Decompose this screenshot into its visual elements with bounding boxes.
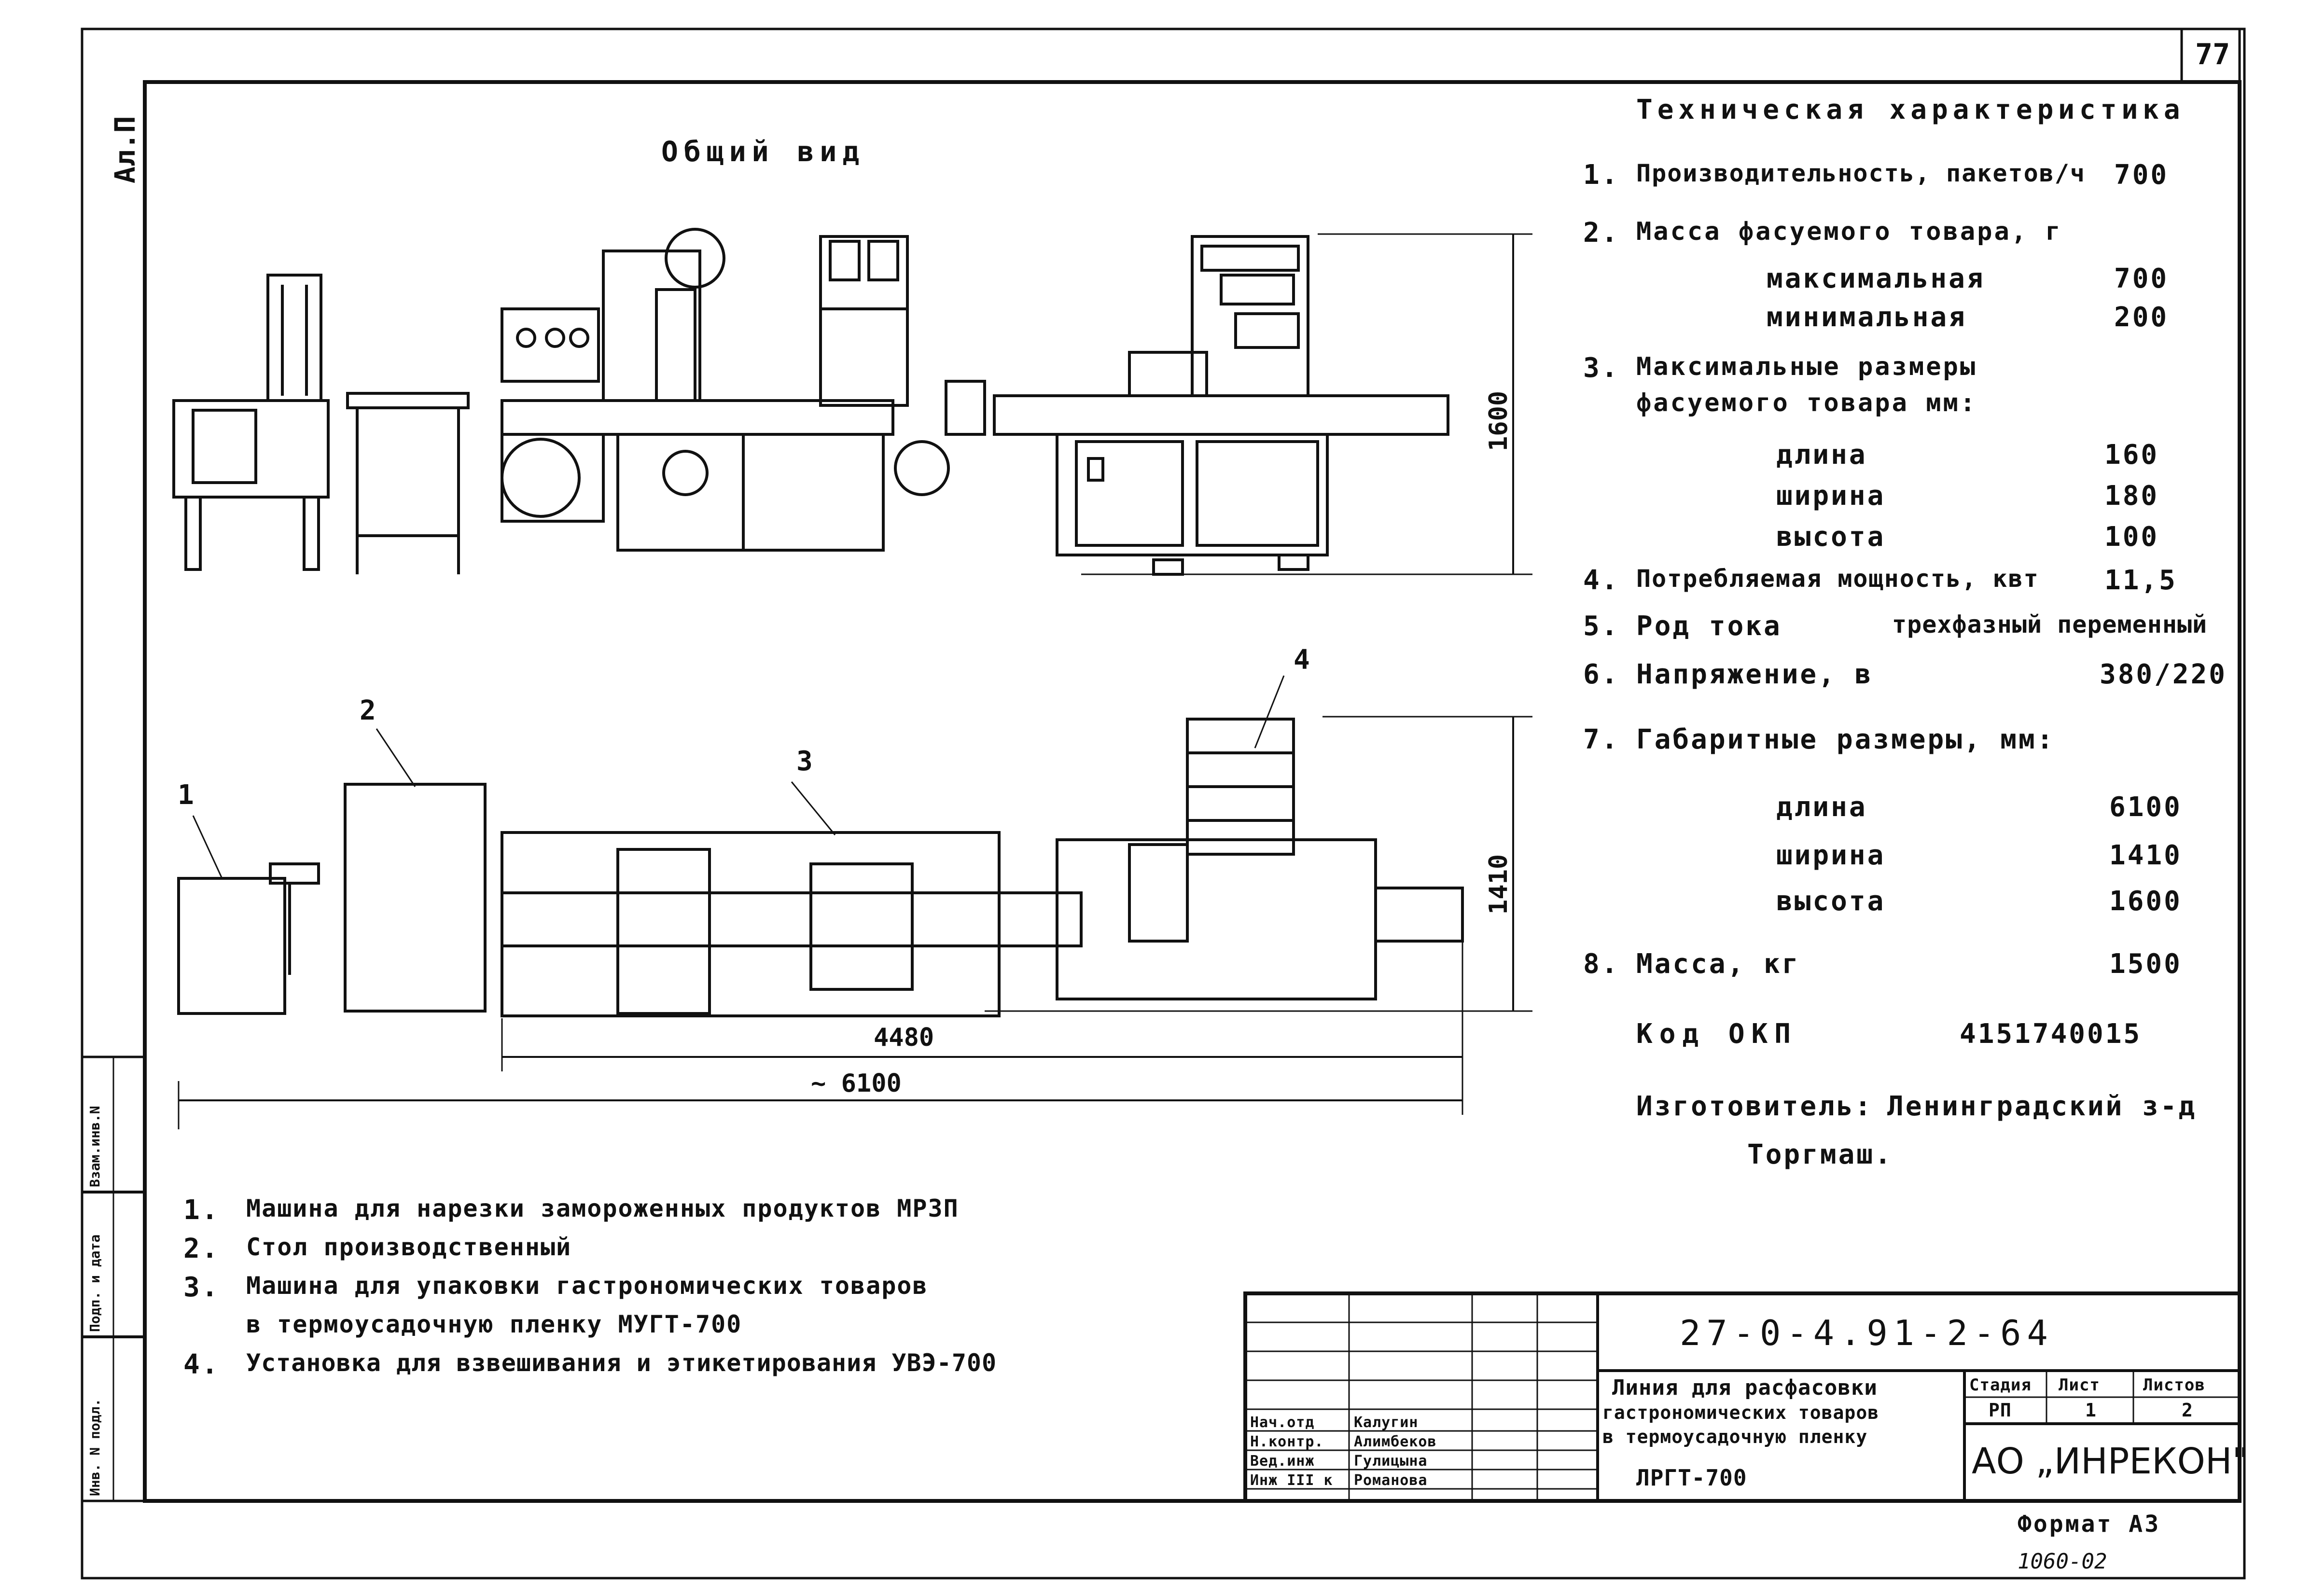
spec-6-num: 6. (1583, 659, 1620, 690)
spec-title: Техническая характеристика (1636, 94, 2185, 125)
spec-8-num: 8. (1583, 948, 1620, 980)
spec-8-label: Масса, кг (1636, 948, 1800, 980)
spec-3-label: Максимальные размеры (1636, 352, 1977, 381)
spec-3b-value: 180 (2104, 480, 2159, 512)
spec-7a-value: 6100 (2109, 791, 2182, 823)
okp-value: 4151740015 (1960, 1018, 2142, 1050)
name-3: Гулицына (1354, 1453, 1428, 1470)
spec-4-value: 11,5 (2104, 565, 2177, 596)
spec-1-label: Производительность, пакетов/ч (1636, 159, 2086, 187)
spec-3-num: 3. (1583, 352, 1620, 384)
legend-4-text: Установка для взвешивания и этикетирован… (246, 1349, 997, 1377)
legend-3-num: 3. (183, 1272, 220, 1303)
legend-3-text: Машина для упаковки гастрономических тов… (246, 1272, 928, 1300)
spec-8-value: 1500 (2109, 948, 2182, 980)
desc-3: в термоусадочную пленку (1602, 1426, 1868, 1447)
company-name: АО „ИНРЕКОН" (1972, 1441, 2249, 1482)
okp-label: Код ОКП (1636, 1018, 1798, 1050)
spec-3b-label: ширина (1776, 480, 1886, 512)
callout-4: 4 (1294, 644, 1310, 676)
spec-2b-label: минимальная (1767, 302, 1967, 333)
spec-2-label: Масса фасуемого товара, г (1636, 217, 2062, 246)
legend-4-num: 4. (183, 1349, 220, 1380)
spec-1-value: 700 (2114, 159, 2169, 191)
spec-2b-value: 200 (2114, 302, 2169, 333)
spec-7-label: Габаритные размеры, мм: (1636, 724, 2055, 755)
maker-value: Ленинградский з-д (1887, 1091, 2197, 1122)
sheet-label: Лист (2059, 1375, 2100, 1395)
spec-5-value: трехфазный переменный (1892, 611, 2208, 638)
format-label: Формат А3 (2018, 1511, 2161, 1538)
bottom-note: 1060-02 (2018, 1549, 2107, 1574)
dim-length-6100: ~ 6100 (811, 1069, 902, 1098)
maker-label: Изготовитель: (1636, 1091, 1873, 1122)
view-title: Общий вид (661, 135, 865, 168)
desc-4: ЛРГТ-700 (1636, 1465, 1747, 1491)
legend-2-text: Стол производственный (246, 1233, 572, 1261)
maker-value-2: Торгмаш. (1747, 1139, 1893, 1170)
spec-5-num: 5. (1583, 611, 1620, 642)
strip-replace-inv: Взам.инв.N (87, 1106, 103, 1187)
callout-3: 3 (796, 746, 813, 777)
spec-7a-label: длина (1776, 791, 1867, 823)
desc-2: гастрономических товаров (1602, 1402, 1879, 1423)
dim-height-1600: 1600 (1484, 390, 1513, 451)
spec-2a-label: максимальная (1767, 263, 1985, 294)
spec-5-label: Род тока (1636, 611, 1782, 642)
spec-4-num: 4. (1583, 565, 1620, 596)
role-1: Нач.отд (1250, 1414, 1315, 1431)
spec-2a-value: 700 (2114, 263, 2169, 294)
dim-length-4480: 4480 (874, 1023, 934, 1052)
stage-label: Стадия (1969, 1375, 2032, 1395)
spec-3-label-2: фасуемого товара мм: (1636, 389, 1977, 417)
sheets-label: Листов (2143, 1375, 2205, 1395)
spec-1-num: 1. (1583, 159, 1620, 191)
legend-3b-text: в термоусадочную пленку МУГТ-700 (246, 1310, 742, 1338)
side-label: Ал.П (109, 116, 141, 183)
role-3: Вед.инж (1250, 1453, 1315, 1470)
sheet-value: 1 (2085, 1400, 2097, 1421)
legend-1-text: Машина для нарезки замороженных продукто… (246, 1194, 959, 1222)
spec-7-num: 7. (1583, 724, 1620, 755)
page-number: 77 (2195, 38, 2230, 71)
spec-3a-value: 160 (2104, 439, 2159, 471)
legend-1-num: 1. (183, 1194, 220, 1226)
spec-3c-value: 100 (2104, 521, 2159, 553)
spec-2-num: 2. (1583, 217, 1620, 249)
spec-4-label: Потребляемая мощность, квт (1636, 565, 2039, 593)
spec-3a-label: длина (1776, 439, 1867, 471)
callout-1: 1 (178, 779, 194, 811)
strip-inv-orig: Инв. N подл. (87, 1398, 103, 1496)
callout-2: 2 (360, 695, 376, 726)
strip-sign-date: Подп. и дата (87, 1234, 103, 1332)
role-4: Инж III к (1250, 1472, 1333, 1489)
desc-1: Линия для расфасовки (1612, 1375, 1878, 1400)
spec-7b-value: 1410 (2109, 840, 2182, 871)
doc-code: 27-0-4.91-2-64 (1680, 1313, 2054, 1353)
name-1: Калугин (1354, 1414, 1419, 1431)
spec-7c-value: 1600 (2109, 886, 2182, 917)
spec-7c-label: высота (1776, 886, 1886, 917)
spec-3c-label: высота (1776, 521, 1886, 553)
spec-6-value: 380/220 (2100, 659, 2227, 690)
legend-2-num: 2. (183, 1233, 220, 1264)
role-2: Н.контр. (1250, 1433, 1324, 1450)
name-2: Алимбеков (1354, 1433, 1437, 1450)
dim-width-1410: 1410 (1484, 854, 1513, 915)
stage-value: РП (1989, 1400, 2012, 1421)
sheets-value: 2 (2182, 1400, 2193, 1421)
name-4: Романова (1354, 1472, 1428, 1489)
spec-6-label: Напряжение, в (1636, 659, 1873, 690)
spec-7b-label: ширина (1776, 840, 1886, 871)
